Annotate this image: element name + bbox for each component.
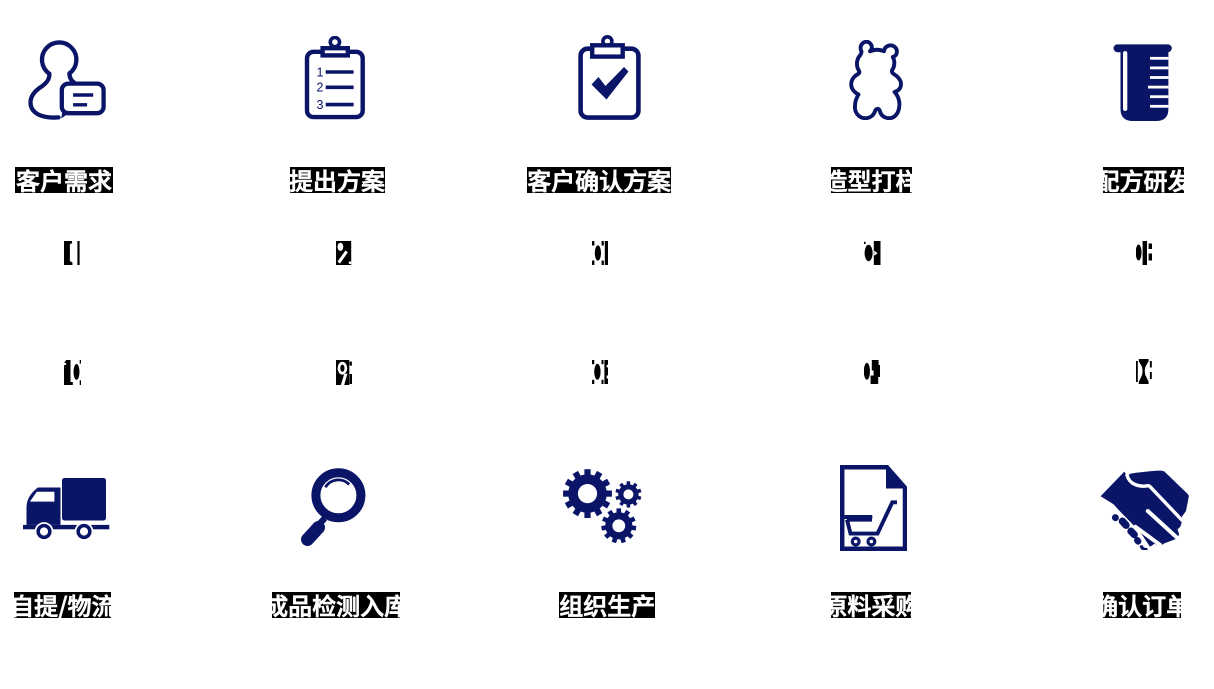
svg-text:1: 1: [317, 65, 324, 79]
svg-text:3: 3: [317, 98, 324, 112]
svg-text:2: 2: [317, 81, 324, 95]
